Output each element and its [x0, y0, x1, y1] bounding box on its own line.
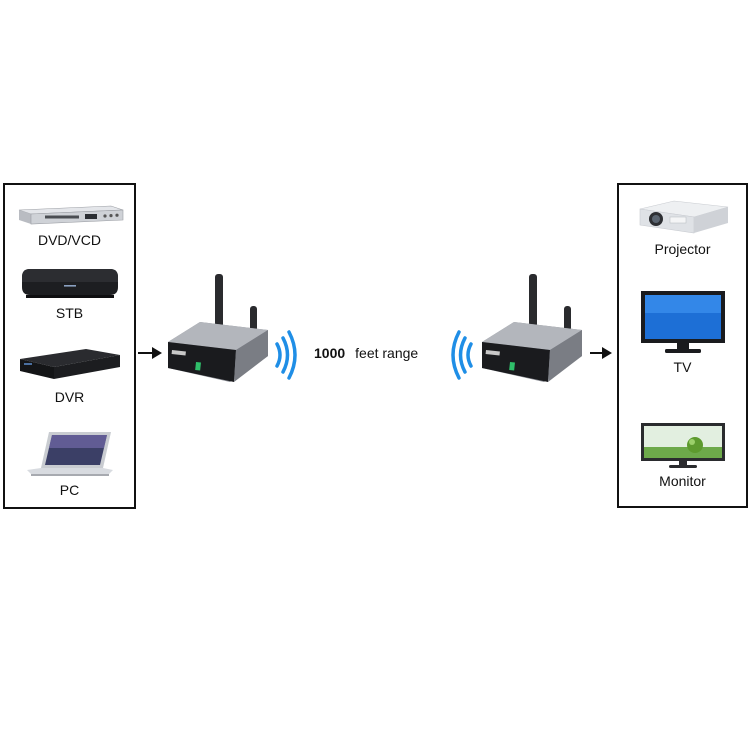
dvr-box-icon [19, 349, 120, 379]
output-projector: Projector [619, 197, 746, 257]
tv-icon [640, 291, 725, 353]
source-stb: STB [5, 265, 134, 321]
output-tv: TV [619, 289, 746, 375]
transmit-signal-waves-icon [275, 330, 297, 380]
output-label-monitor: Monitor [659, 473, 706, 489]
monitor-icon [640, 423, 725, 468]
dvd-player-icon [18, 205, 123, 225]
output-label-projector: Projector [654, 241, 711, 257]
set-top-box-icon [21, 269, 118, 298]
source-label-pc: PC [59, 482, 80, 498]
output-monitor: Monitor [619, 421, 746, 489]
transmitter-unit-icon [168, 274, 268, 382]
range-unit: feet range [355, 345, 419, 361]
output-arrow-icon [590, 347, 612, 359]
source-label-dvr: DVR [54, 389, 85, 405]
source-dvd: DVD/VCD [5, 200, 134, 248]
source-devices-panel: DVD/VCD STB DVR PC [3, 183, 136, 509]
range-value: 1000 [314, 345, 346, 361]
source-dvr: DVR [5, 345, 134, 405]
source-pc: PC [5, 430, 134, 498]
receive-signal-waves-icon [451, 330, 473, 380]
range-label: 1000 feet range [300, 345, 440, 361]
source-label-dvd: DVD/VCD [37, 232, 101, 248]
output-devices-panel: Projector TV Monitor [617, 183, 748, 508]
output-label-tv: TV [673, 359, 692, 375]
projector-icon [639, 200, 728, 234]
receiver-unit-icon [482, 274, 582, 382]
source-label-stb: STB [55, 305, 84, 321]
laptop-icon [26, 432, 113, 476]
input-arrow-icon [138, 347, 162, 359]
